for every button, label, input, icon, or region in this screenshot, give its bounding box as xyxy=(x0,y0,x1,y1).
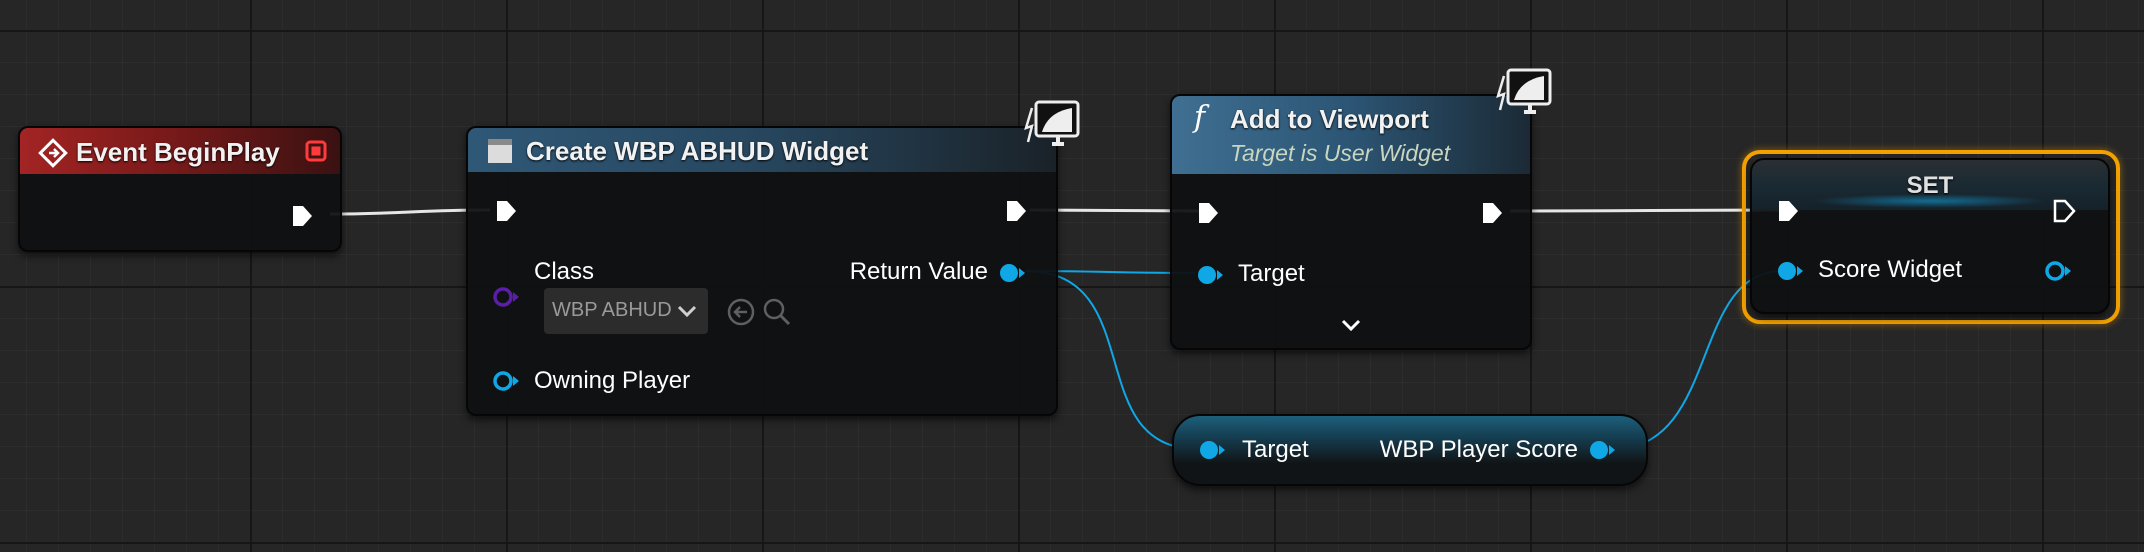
exec-wire-viewport-to-set[interactable] xyxy=(1509,208,1783,213)
return-value-label: Return Value xyxy=(849,258,988,285)
class-label: Class xyxy=(534,258,595,285)
add-to-viewport-header xyxy=(1172,96,1530,174)
target-label: Target xyxy=(1238,260,1305,287)
class-dropdown-value: WBP ABHUD xyxy=(552,299,672,321)
exec-in-pin[interactable] xyxy=(494,198,518,224)
browse-asset-search-icon[interactable] xyxy=(762,297,792,327)
score-widget-in-pin[interactable] xyxy=(1776,260,1804,282)
exec-out-pin[interactable] xyxy=(1004,198,1028,224)
event-diamond-icon xyxy=(38,138,68,168)
add-to-viewport-subtitle: Target is User Widget xyxy=(1230,140,1451,166)
use-selected-asset-icon[interactable] xyxy=(726,297,756,327)
set-node-selection-outline xyxy=(1742,150,2120,324)
set-title: SET xyxy=(1906,172,1954,199)
owning-player-pin[interactable] xyxy=(492,370,520,392)
set-node[interactable]: SET Score Widget xyxy=(1750,158,2110,314)
return-value-pin[interactable] xyxy=(998,262,1026,284)
set-header-glow xyxy=(1812,194,2048,208)
event-header xyxy=(20,128,340,174)
client-monitor-icon xyxy=(1496,68,1552,114)
expand-chevron-icon[interactable] xyxy=(1340,318,1362,334)
add-to-viewport-node[interactable]: f Add to Viewport Target is User Widget … xyxy=(1170,94,1532,350)
score-widget-label: Score Widget xyxy=(1818,256,1963,283)
exec-out-pin[interactable] xyxy=(290,203,314,229)
object-wire-return-to-getter[interactable] xyxy=(1024,270,1199,450)
getter-target-label: Target xyxy=(1242,436,1309,463)
exec-in-pin[interactable] xyxy=(1196,200,1220,226)
wbp-player-score-getter-node[interactable]: Target WBP Player Score xyxy=(1172,414,1648,486)
event-begin-play-node[interactable]: Event BeginPlay xyxy=(18,126,342,252)
add-to-viewport-title: Add to Viewport xyxy=(1230,104,1429,134)
function-icon: f xyxy=(1194,100,1206,135)
create-widget-title: Create WBP ABHUD Widget xyxy=(526,136,869,166)
client-monitor-icon xyxy=(1024,100,1080,146)
target-pin[interactable] xyxy=(1196,264,1224,286)
create-widget-node[interactable]: Create WBP ABHUD Widget Class WBP ABHUD … xyxy=(466,126,1058,416)
score-widget-out-pin[interactable] xyxy=(2044,260,2072,282)
getter-output-label: WBP Player Score xyxy=(1379,436,1578,463)
getter-output-pin[interactable] xyxy=(1588,439,1616,461)
exec-out-pin[interactable] xyxy=(2052,198,2076,224)
widget-window-icon xyxy=(488,139,512,163)
event-title: Event BeginPlay xyxy=(76,137,280,167)
chevron-down-icon xyxy=(677,305,697,318)
create-widget-header xyxy=(468,128,1056,172)
getter-target-pin[interactable] xyxy=(1198,439,1226,461)
class-dropdown[interactable]: WBP ABHUD xyxy=(544,288,708,334)
exec-out-pin[interactable] xyxy=(1480,200,1504,226)
delegate-square-icon[interactable] xyxy=(304,139,328,163)
owning-player-label: Owning Player xyxy=(534,367,691,394)
class-pin[interactable] xyxy=(492,286,520,308)
exec-in-pin[interactable] xyxy=(1776,198,1800,224)
